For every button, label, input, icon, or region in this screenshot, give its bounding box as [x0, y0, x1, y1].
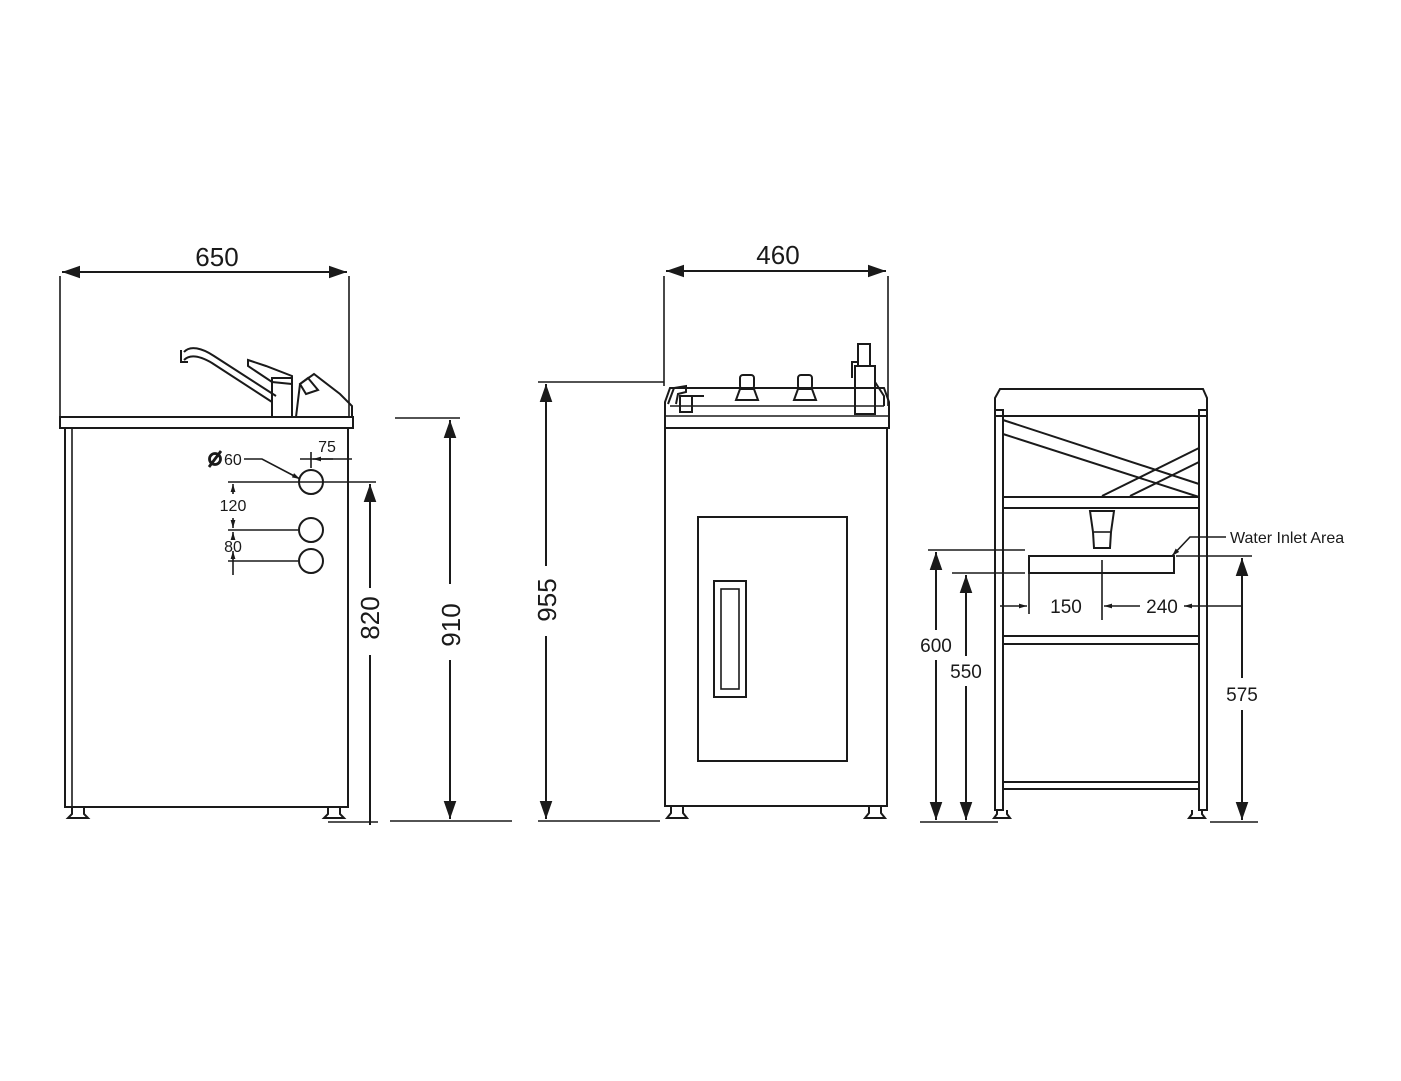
- door-handle-outer: [713, 580, 747, 698]
- front-foot-right: [321, 807, 347, 819]
- front-spacing-b-label: 80: [224, 539, 242, 556]
- front-top-plate: [59, 416, 354, 429]
- side-foot-right: [862, 806, 888, 819]
- side-door-panel: [697, 516, 848, 762]
- rear-post-left: [994, 409, 1004, 811]
- side-width-label: 460: [756, 240, 799, 270]
- front-height-b-label: 910: [436, 603, 466, 646]
- front-cabinet-body: [64, 427, 349, 808]
- front-view: 650 60 75 120 80 820: [59, 242, 512, 825]
- side-view: 955 460: [532, 240, 890, 822]
- rear-post-right: [1198, 409, 1208, 811]
- pipe-diameter-label: 60: [224, 452, 242, 469]
- rear-height-a-label: 600: [920, 636, 952, 657]
- tap-right-icon: [792, 374, 818, 401]
- water-inlet-label: Water Inlet Area: [1230, 530, 1344, 547]
- front-spacing-a-label: 120: [220, 498, 247, 515]
- rear-foot-right: [1187, 810, 1207, 819]
- rear-view: Water Inlet Area 150 240 600 550 575: [920, 388, 1344, 823]
- side-foot-left: [664, 806, 690, 819]
- side-height-label: 955: [532, 578, 562, 621]
- front-offset-label: 75: [318, 439, 336, 456]
- rear-height-c-label: 575: [1226, 685, 1258, 706]
- soap-dispenser-icon: [667, 384, 704, 413]
- pipe-hole-lower: [298, 548, 324, 574]
- tap-left-icon: [734, 374, 760, 401]
- pipe-hole-middle: [298, 517, 324, 543]
- front-height-a-label: 820: [355, 596, 385, 639]
- diameter-symbol-icon: [207, 450, 223, 468]
- door-handle-inner: [720, 588, 740, 690]
- rear-cross-brace: [1002, 419, 1200, 498]
- rear-rail-upper: [1002, 496, 1200, 509]
- rear-rail-lower: [1002, 781, 1200, 790]
- faucet-icon: [180, 347, 353, 418]
- faucet-side-icon: [851, 343, 885, 415]
- front-width-label: 650: [195, 242, 238, 272]
- rear-rail-middle: [1002, 635, 1200, 645]
- drain-pipe-icon: [1088, 510, 1116, 549]
- front-foot-left: [65, 807, 91, 819]
- rear-right-offset-label: 240: [1146, 597, 1178, 618]
- rear-height-b-label: 550: [950, 662, 982, 683]
- rear-foot-left: [992, 810, 1012, 819]
- rear-top: [994, 388, 1208, 410]
- side-basin-top: [664, 387, 890, 429]
- rear-left-offset-label: 150: [1050, 597, 1082, 618]
